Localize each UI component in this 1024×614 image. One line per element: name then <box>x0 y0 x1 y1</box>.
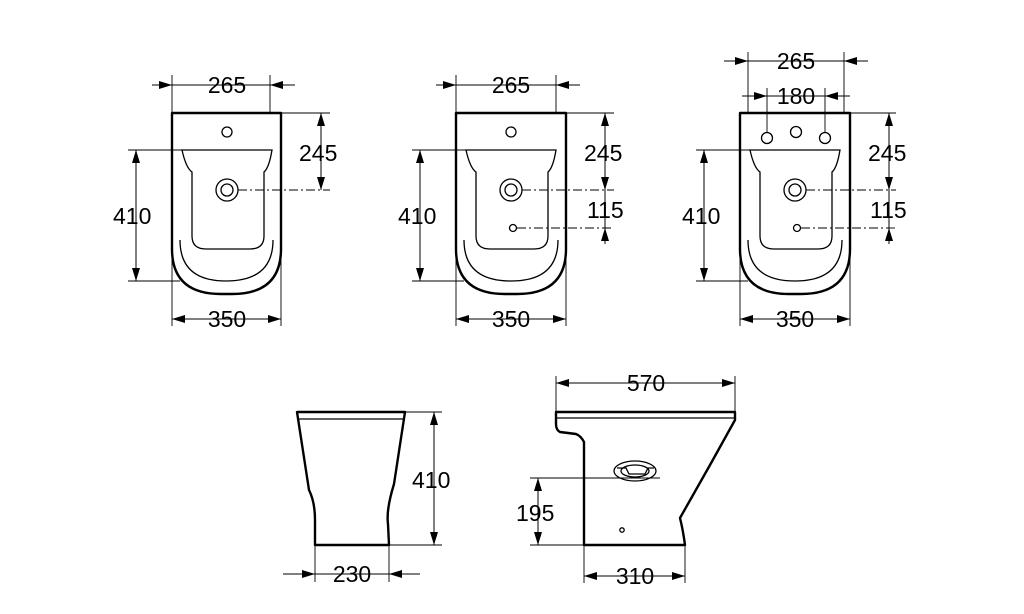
back-view: 410 230 <box>283 410 450 587</box>
inner-basin <box>749 149 841 250</box>
dim-back-width: 230 <box>333 561 371 587</box>
tap-hole-left <box>760 131 774 145</box>
dim-lower: 115 <box>870 197 907 223</box>
dim-back-height: 410 <box>412 467 450 493</box>
dim-base-width: 350 <box>492 306 530 332</box>
bowl-outline <box>738 111 852 296</box>
drain-inner <box>220 183 234 197</box>
tap-hole <box>505 126 517 138</box>
dim-lower: 115 <box>587 197 624 223</box>
overflow-hole <box>508 223 518 233</box>
side-view: 570 195 310 <box>516 370 737 589</box>
outlet-inner <box>620 464 650 478</box>
outlet-channel <box>617 467 654 475</box>
dim-base-width: 350 <box>208 306 246 332</box>
back-outline <box>295 410 407 547</box>
overflow-hole <box>792 223 802 233</box>
inner-rim <box>179 239 274 282</box>
dim-top-width: 265 <box>777 48 815 74</box>
tap-hole-center <box>789 125 803 139</box>
fixing-hole <box>619 527 625 533</box>
drain-inner <box>788 183 802 197</box>
dim-height: 410 <box>398 203 436 229</box>
dim-height: 410 <box>682 203 720 229</box>
dim-top-width: 265 <box>208 72 246 98</box>
dim-outlet-height: 195 <box>516 500 554 526</box>
dim-tap-spacing: 180 <box>777 83 815 109</box>
bowl-outline <box>454 111 568 296</box>
drain-inner <box>504 183 518 197</box>
dim-length: 570 <box>627 370 665 396</box>
front-view-2: 265 245 115 410 350 <box>398 72 624 332</box>
dim-height: 410 <box>113 203 151 229</box>
dim-base-length: 310 <box>616 563 654 589</box>
dim-depth: 245 <box>868 140 906 166</box>
outlet-outer <box>613 460 657 482</box>
tap-hole-right <box>818 131 832 145</box>
tap-hole <box>221 126 233 138</box>
inner-basin <box>465 149 557 250</box>
inner-rim <box>747 239 843 282</box>
bowl-outline <box>170 111 283 296</box>
front-view-3: 265 180 245 115 410 350 <box>682 48 907 332</box>
side-outline <box>554 410 737 547</box>
inner-rim <box>463 239 559 282</box>
front-view-1: 265 245 410 350 <box>113 72 337 332</box>
dim-top-width: 265 <box>492 72 530 98</box>
dim-depth: 245 <box>584 140 622 166</box>
inner-basin <box>181 149 273 250</box>
dim-base-width: 350 <box>776 306 814 332</box>
dim-depth: 245 <box>299 140 337 166</box>
